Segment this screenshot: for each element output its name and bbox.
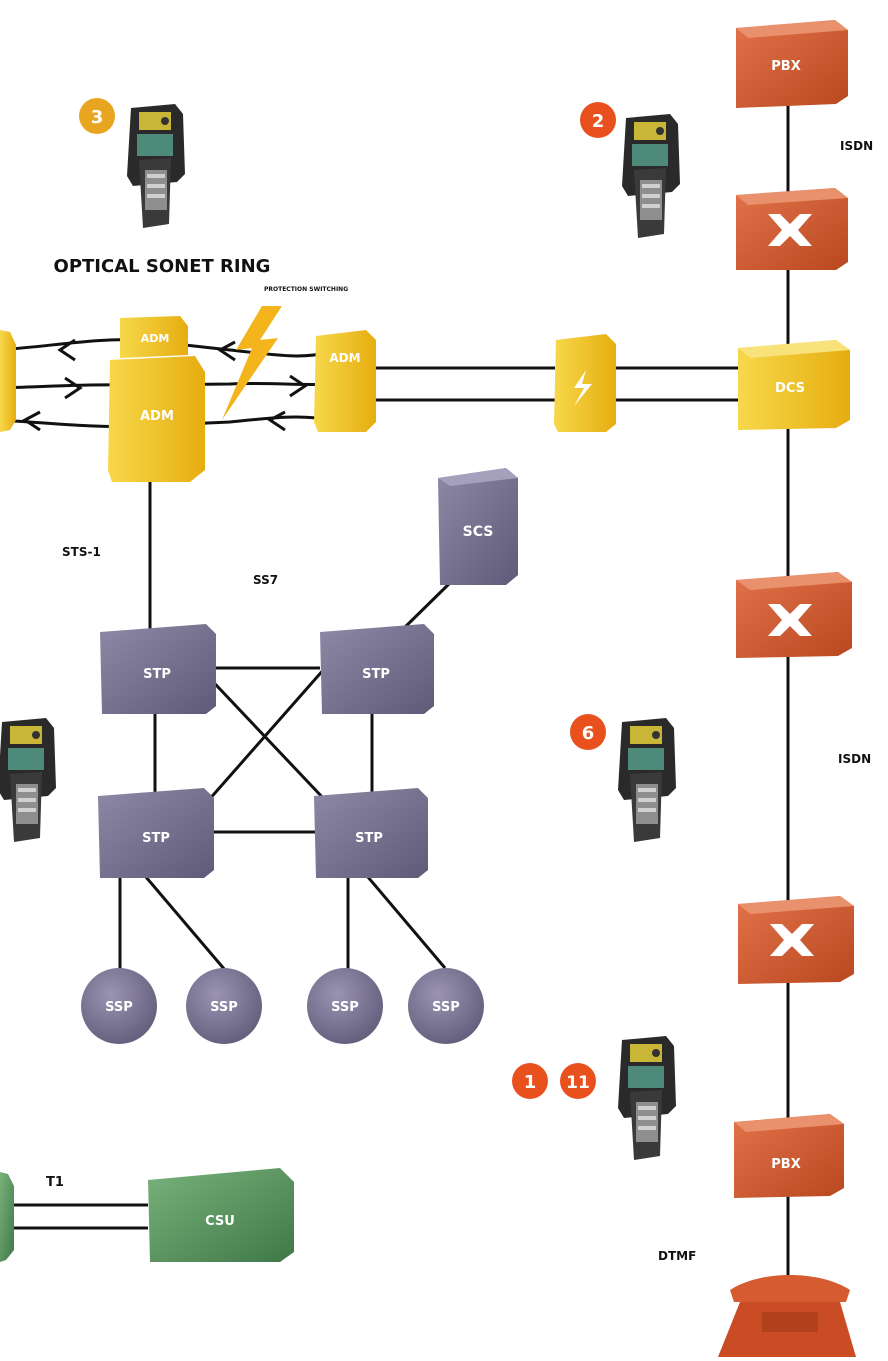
adm-right-label: ADM: [329, 351, 360, 365]
tester-6: 6: [570, 714, 676, 842]
sts1-label: STS-1: [62, 545, 101, 559]
stp-top-right: STP: [320, 624, 434, 714]
stp-bottom-left: STP: [98, 788, 214, 878]
stp-bl-label: STP: [142, 831, 170, 846]
badge-3-label: 3: [91, 107, 104, 128]
handheld-tester-icon: [622, 114, 680, 238]
protection-switching-bolt: [222, 306, 282, 420]
tester-3: 3: [79, 98, 185, 228]
switch-mid: [736, 572, 852, 658]
handheld-tester-icon: [618, 718, 676, 842]
badge-6: [570, 714, 606, 750]
telephone-icon: [718, 1275, 856, 1357]
switch-top: [736, 188, 848, 270]
pbx-bottom-label: PBX: [771, 1157, 800, 1172]
badge-2: [580, 102, 616, 138]
protection-switching-label: PROTECTION SWITCHING: [264, 286, 348, 293]
t1-label: T1: [46, 1175, 64, 1190]
ssp-node-3: [307, 968, 383, 1044]
handheld-tester-icon: [0, 718, 56, 842]
adm-left-edge: [0, 330, 16, 432]
ss7-label: SS7: [253, 573, 278, 587]
adm-left-top-label: ADM: [141, 332, 170, 345]
csu-label: CSU: [205, 1214, 235, 1229]
badge-1-label: 1: [524, 1072, 537, 1093]
pbx-top-label: PBX: [771, 59, 800, 74]
isdn-top-label: ISDN: [840, 139, 873, 153]
stp-br-label: STP: [355, 831, 383, 846]
stp-tr-label: STP: [362, 667, 390, 682]
ssp-node-1: [81, 968, 157, 1044]
diagram-title: OPTICAL SONET RING: [54, 256, 271, 277]
ssp-2-label: SSP: [210, 1000, 238, 1015]
badge-11-label: 11: [566, 1073, 590, 1093]
t1-links: [0, 1203, 148, 1230]
regenerator-node: [554, 334, 616, 432]
ssp-nodes: SSP SSP SSP SSP: [81, 968, 484, 1044]
adm-dcs-links: [372, 366, 740, 402]
tester-2: 2: [580, 102, 680, 238]
tester-left-edge: [0, 718, 56, 842]
green-node-left-edge: [0, 1172, 14, 1262]
scs-node: SCS: [438, 468, 518, 585]
dcs-label: DCS: [775, 381, 805, 396]
dcs-node: DCS: [738, 340, 850, 430]
ssp-node-4: [408, 968, 484, 1044]
badge-3: [79, 98, 115, 134]
csu-node: CSU: [148, 1168, 294, 1262]
switch-low: [738, 896, 854, 984]
badge-11: [560, 1063, 596, 1099]
pbx-top: PBX: [736, 20, 848, 108]
lightning-icon: [574, 370, 592, 406]
stp-bottom-right: STP: [314, 788, 428, 878]
ssp-node-2: [186, 968, 262, 1044]
dtmf-label: DTMF: [658, 1249, 696, 1263]
badge-6-label: 6: [582, 723, 595, 744]
handheld-tester-icon: [618, 1036, 676, 1160]
stp-top-left: STP: [100, 624, 216, 714]
adm-left-stack: ADM ADM: [108, 316, 205, 482]
stp-tl-label: STP: [143, 667, 171, 682]
badge-2-label: 2: [592, 111, 605, 132]
ssp-3-label: SSP: [331, 1000, 359, 1015]
ssp-4-label: SSP: [432, 1000, 460, 1015]
ssp-1-label: SSP: [105, 1000, 133, 1015]
badge-1: [512, 1063, 548, 1099]
ss7-links: [118, 480, 457, 985]
adm-right: ADM: [314, 330, 376, 432]
isdn-mid-label: ISDN: [838, 752, 871, 766]
handheld-tester-icon: [127, 104, 185, 228]
pbx-bottom: PBX: [734, 1114, 844, 1198]
tester-1-11: 1 11: [512, 1036, 676, 1160]
adm-left-bottom-label: ADM: [140, 409, 174, 424]
scs-label: SCS: [463, 524, 494, 540]
